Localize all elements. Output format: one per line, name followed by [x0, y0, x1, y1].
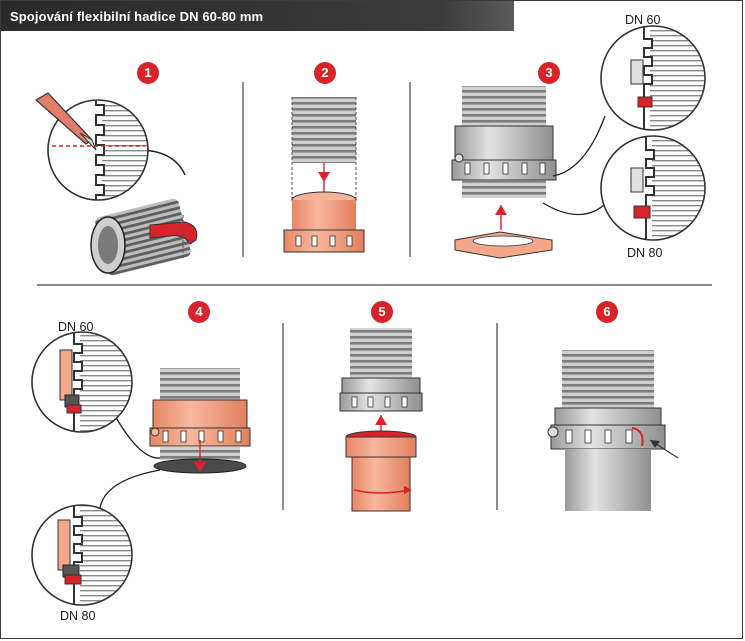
step6-illustration [547, 350, 679, 511]
step1-illustration [34, 92, 198, 276]
knife-icon [34, 92, 97, 151]
sealing-ring [454, 231, 553, 259]
label-dn60-step3: DN 60 [625, 13, 661, 27]
step-badge-2: 2 [314, 62, 336, 84]
header-background [1, 1, 514, 31]
step-badge-1: 1 [137, 62, 159, 84]
dividers [37, 82, 712, 510]
flexible-hose [90, 198, 198, 276]
label-dn60-step4: DN 60 [58, 320, 94, 334]
step-badge-3: 3 [538, 62, 560, 84]
label-dn80-step4: DN 80 [60, 609, 96, 623]
step5-illustration [339, 328, 423, 512]
step2-illustration [283, 97, 365, 253]
step-badge-5: 5 [371, 301, 393, 323]
step-badge-6: 6 [596, 301, 618, 323]
label-dn80-step3: DN 80 [627, 246, 663, 260]
step-badge-4: 4 [188, 301, 210, 323]
step4-illustration [31, 331, 251, 606]
step3-illustration [451, 25, 706, 259]
header-bar: Spojování flexibilní hadice DN 60-80 mm [1, 1, 514, 31]
page-title: Spojování flexibilní hadice DN 60-80 mm [10, 9, 264, 24]
